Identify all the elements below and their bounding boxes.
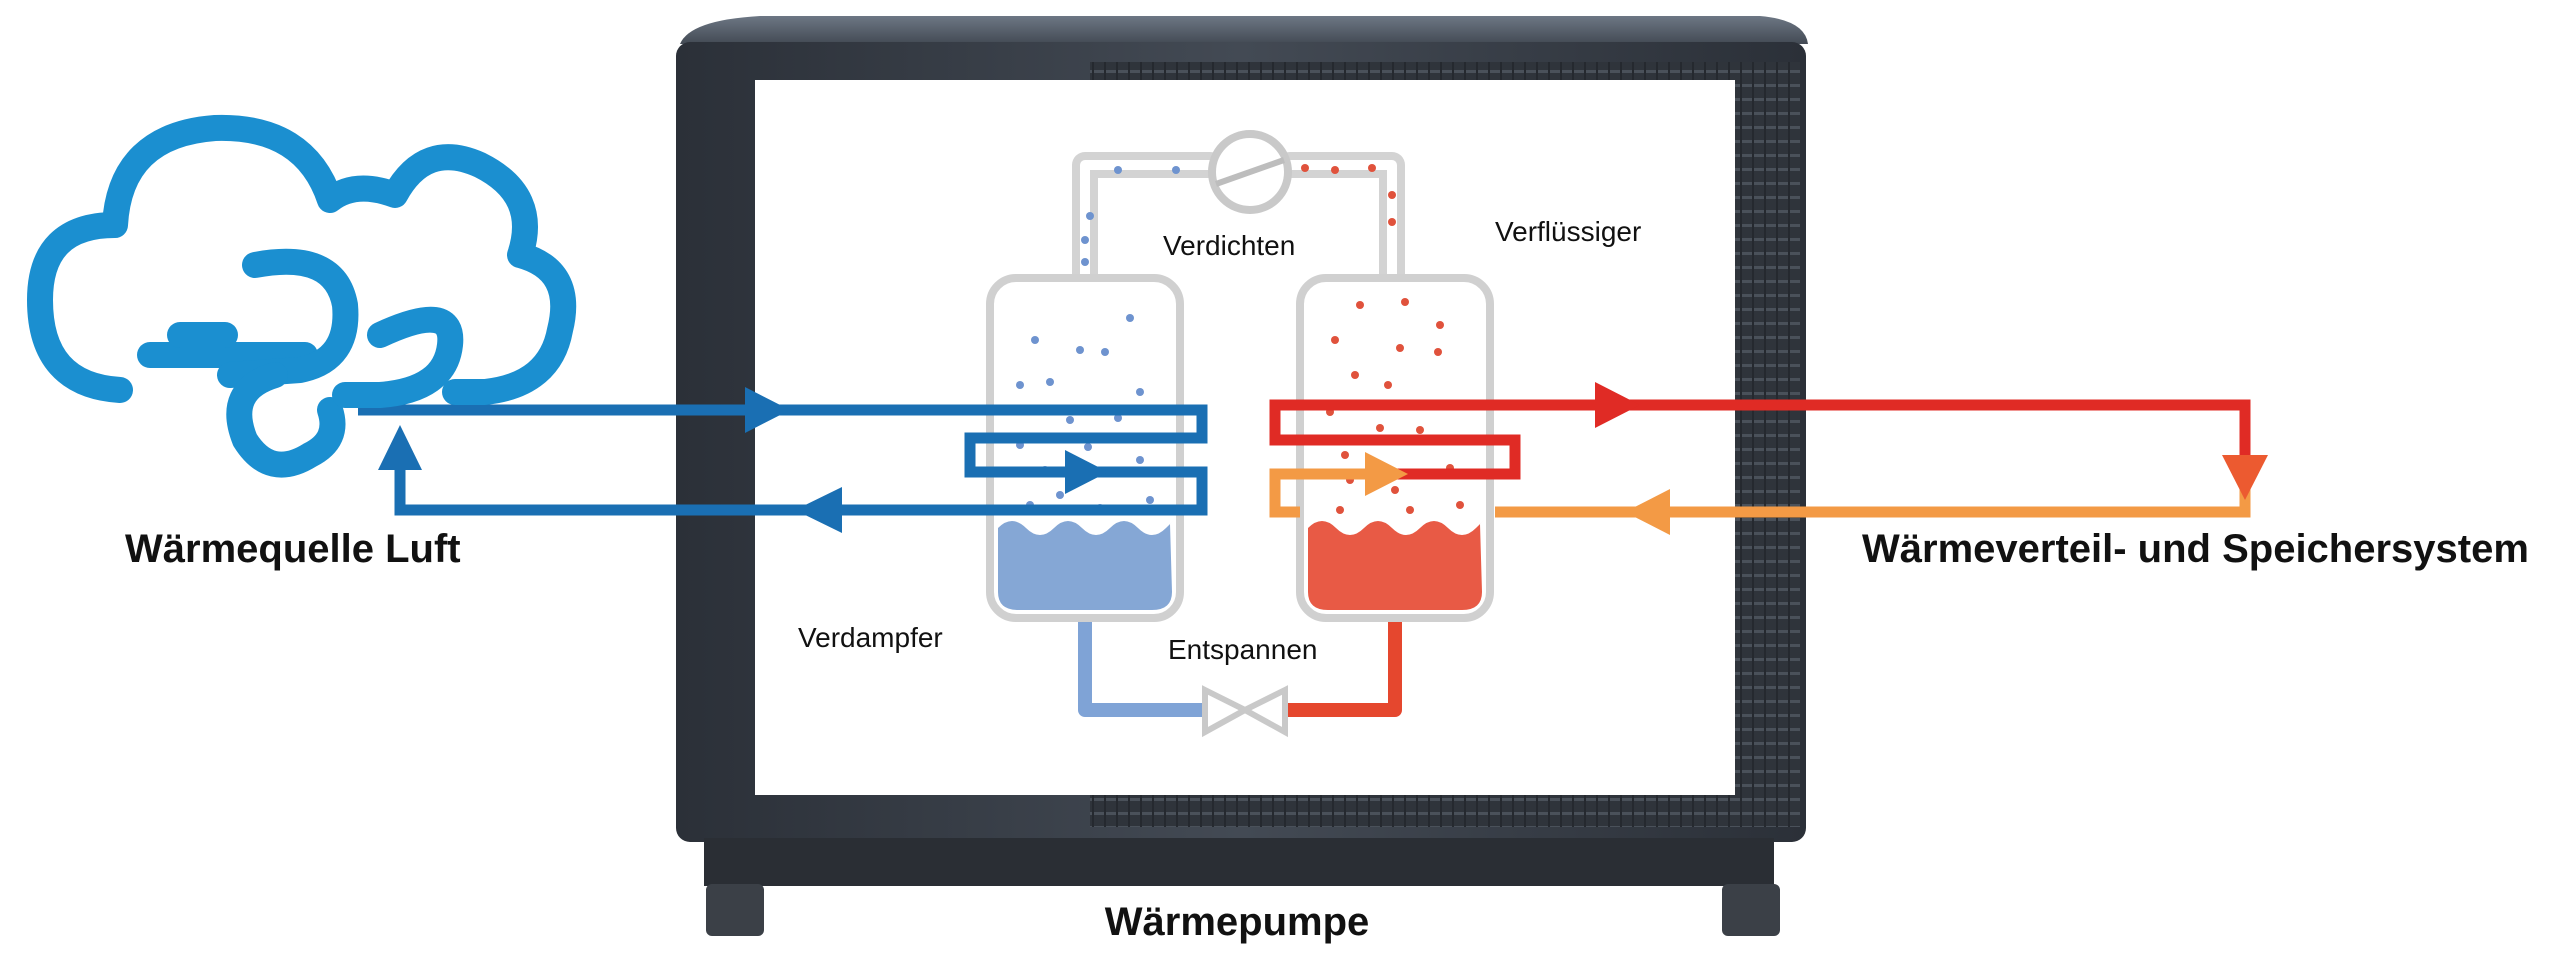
- distribution-loop-arrows: [1365, 382, 2268, 535]
- flow-arrow-icon: [2222, 455, 2268, 500]
- expansion-valve-icon: [1202, 685, 1288, 738]
- source-loop-supply: [358, 404, 1208, 516]
- housing-plinth: [704, 838, 1774, 886]
- flow-arrow-icon: [378, 425, 422, 470]
- condenser-bubbles: [1301, 164, 1464, 514]
- compressor-icon: [1208, 130, 1292, 214]
- distribution-loop-return-inner: [1269, 468, 1395, 518]
- housing-lid: [680, 16, 1808, 44]
- flow-arrow-icon: [1065, 450, 1108, 494]
- foot-left: [706, 884, 764, 936]
- condenser-vessel: [1296, 164, 1494, 622]
- source-loop: [358, 404, 1208, 516]
- distribution-loop-inner: [1275, 434, 1521, 480]
- flow-arrow-icon: [795, 487, 842, 533]
- foot-right: [1722, 884, 1780, 936]
- evaporator-vessel: [986, 166, 1184, 622]
- evaporator-liquid: [998, 519, 1175, 610]
- distribution-system-label: Wärmeverteil- und Speichersystem: [1862, 527, 2529, 571]
- flow-arrow-icon: [1365, 452, 1408, 496]
- condenser-liquid: [1308, 519, 1485, 610]
- flow-arrow-icon: [1625, 489, 1670, 535]
- flow-arrow-icon: [745, 387, 790, 433]
- heat-pump-label: Wärmepumpe: [1104, 900, 1370, 944]
- liquid-line-cold: [1078, 608, 1212, 717]
- heat-source-label: Wärmequelle Luft: [125, 527, 461, 571]
- cloud-wind-icon: [27, 114, 577, 478]
- expand-label: Entspannen: [1168, 634, 1318, 665]
- discharge-line-inner: [1285, 160, 1397, 283]
- source-loop-arrows: [378, 387, 1108, 533]
- condenser-label: Verflüssiger: [1495, 216, 1642, 247]
- flow-arrow-icon: [1595, 382, 1640, 428]
- evaporator-label: Verdampfer: [798, 622, 943, 653]
- compress-label: Verdichten: [1163, 230, 1296, 261]
- liquid-line-hot: [1278, 608, 1402, 717]
